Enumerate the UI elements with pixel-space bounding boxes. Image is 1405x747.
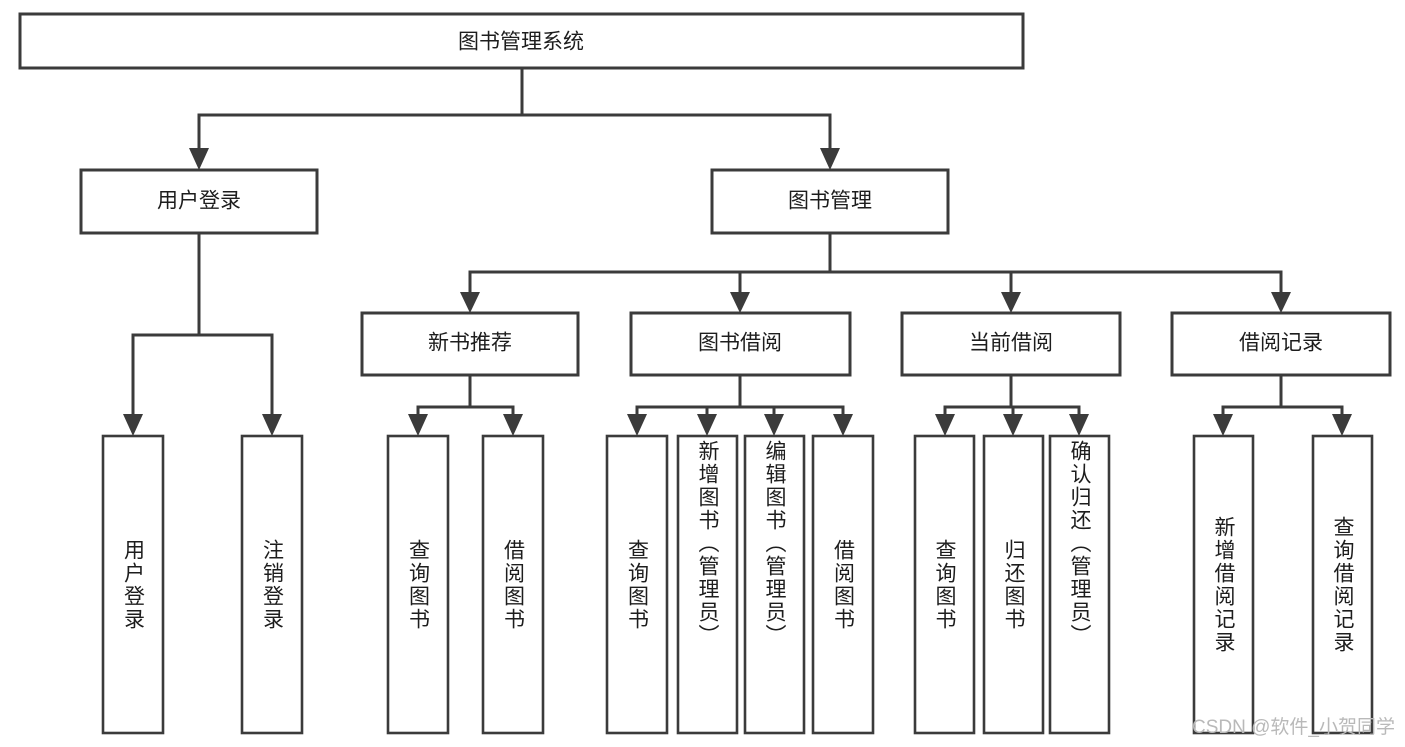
arrow-borrow-records-leaf-1 (1213, 414, 1233, 436)
node-current-borrow[interactable]: 当前借阅 (900, 311, 1122, 377)
arrow-book-borrow-leaf-2 (697, 414, 717, 436)
node-current-borrow-label: 当前借阅 (969, 332, 1053, 355)
arrow-borrow-records-leaf-2 (1332, 414, 1352, 436)
node-borrow-records[interactable]: 借阅记录 (1170, 311, 1392, 377)
arrow-book-borrow-leaf-4 (833, 414, 853, 436)
leaf-box-user-login-2[interactable] (240, 434, 304, 735)
leaf-box-borrow-records-2[interactable] (1311, 434, 1374, 735)
arrow-bm-to-borrow-records (1271, 292, 1291, 313)
leaf-box-current-borrow-2[interactable] (982, 434, 1045, 735)
node-root-label: 图书管理系统 (458, 31, 584, 54)
arrow-bm-to-new-book (460, 292, 480, 313)
node-borrow-records-label: 借阅记录 (1239, 332, 1323, 355)
arrow-root-to-book-manage (820, 148, 840, 170)
node-root-box[interactable] (18, 12, 1025, 70)
node-book-borrow[interactable]: 图书借阅 (629, 311, 852, 377)
node-new-book-recommend[interactable]: 新书推荐 (360, 311, 580, 377)
node-book-borrow-box[interactable] (629, 311, 852, 377)
arrow-current-borrow-leaf-3 (1069, 414, 1089, 436)
node-book-manage-label: 图书管理 (788, 190, 872, 213)
arrow-user-login-leaf-1 (123, 414, 143, 436)
arrow-book-borrow-leaf-3 (764, 414, 784, 436)
leaf-box-book-borrow-4[interactable] (811, 434, 875, 735)
node-book-borrow-label: 图书借阅 (698, 332, 782, 355)
arrow-current-borrow-leaf-1 (935, 414, 955, 436)
leaf-box-book-borrow-1[interactable] (605, 434, 669, 735)
arrow-book-borrow-leaf-1 (627, 414, 647, 436)
leaf-box-new-book-1[interactable] (386, 434, 450, 735)
node-root[interactable]: 图书管理系统 (18, 12, 1025, 70)
arrow-root-to-user-login (189, 148, 209, 170)
node-current-borrow-box[interactable] (900, 311, 1122, 377)
node-user-login-box[interactable] (79, 168, 319, 235)
arrow-user-login-leaf-2 (262, 414, 282, 436)
node-new-book-recommend-box[interactable] (360, 311, 580, 377)
arrow-current-borrow-leaf-2 (1003, 414, 1023, 436)
arrow-bm-to-book-borrow (730, 292, 750, 313)
node-new-book-recommend-label: 新书推荐 (428, 332, 512, 355)
arrow-new-book-leaf-2 (503, 414, 523, 436)
csdn-watermark: CSDN @软件_小贺同学 (1192, 717, 1395, 738)
node-borrow-records-box[interactable] (1170, 311, 1392, 377)
connector-group (123, 66, 1352, 436)
leaf-box-current-borrow-3[interactable] (1048, 434, 1111, 735)
leaf-box-user-login-1[interactable] (101, 434, 165, 735)
node-user-login-label: 用户登录 (157, 190, 241, 213)
arrow-new-book-leaf-1 (408, 414, 428, 436)
node-book-manage-box[interactable] (710, 168, 950, 235)
leaf-box-borrow-records-1[interactable] (1192, 434, 1255, 735)
node-book-manage[interactable]: 图书管理 (710, 168, 950, 235)
leaf-box-new-book-2[interactable] (481, 434, 545, 735)
leaf-box-current-borrow-1[interactable] (913, 434, 976, 735)
leaf-box-book-borrow-2[interactable] (676, 434, 739, 735)
node-user-login[interactable]: 用户登录 (79, 168, 319, 235)
arrow-bm-to-current-borrow (1001, 292, 1021, 313)
leaf-box-book-borrow-3[interactable] (743, 434, 806, 735)
